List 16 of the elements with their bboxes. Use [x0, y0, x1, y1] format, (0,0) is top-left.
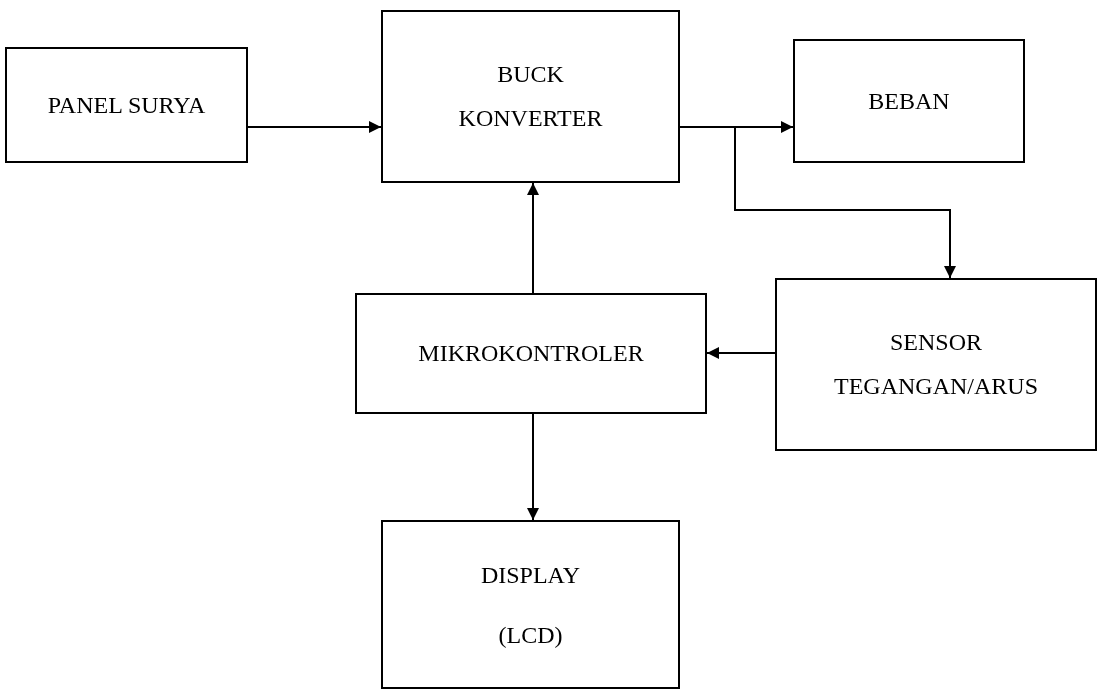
block-label: DISPLAY (LCD): [479, 560, 582, 650]
arrow: [706, 347, 776, 359]
arrow: [247, 121, 382, 133]
block-box: [355, 293, 707, 414]
arrow: [527, 182, 539, 294]
block-box: [793, 39, 1025, 163]
block-box: [381, 10, 680, 183]
block-box: [5, 47, 248, 163]
block-label: BEBAN: [868, 86, 950, 116]
block-box: [775, 278, 1097, 451]
arrow: [527, 413, 539, 521]
block-label: PANEL SURYA: [47, 90, 206, 120]
block-box: [381, 520, 680, 689]
block-label: SENSOR TEGANGAN/ARUS: [833, 328, 1039, 401]
block-label: BUCK KONVERTER: [457, 60, 604, 133]
block-label: MIKROKONTROLER: [418, 339, 644, 368]
